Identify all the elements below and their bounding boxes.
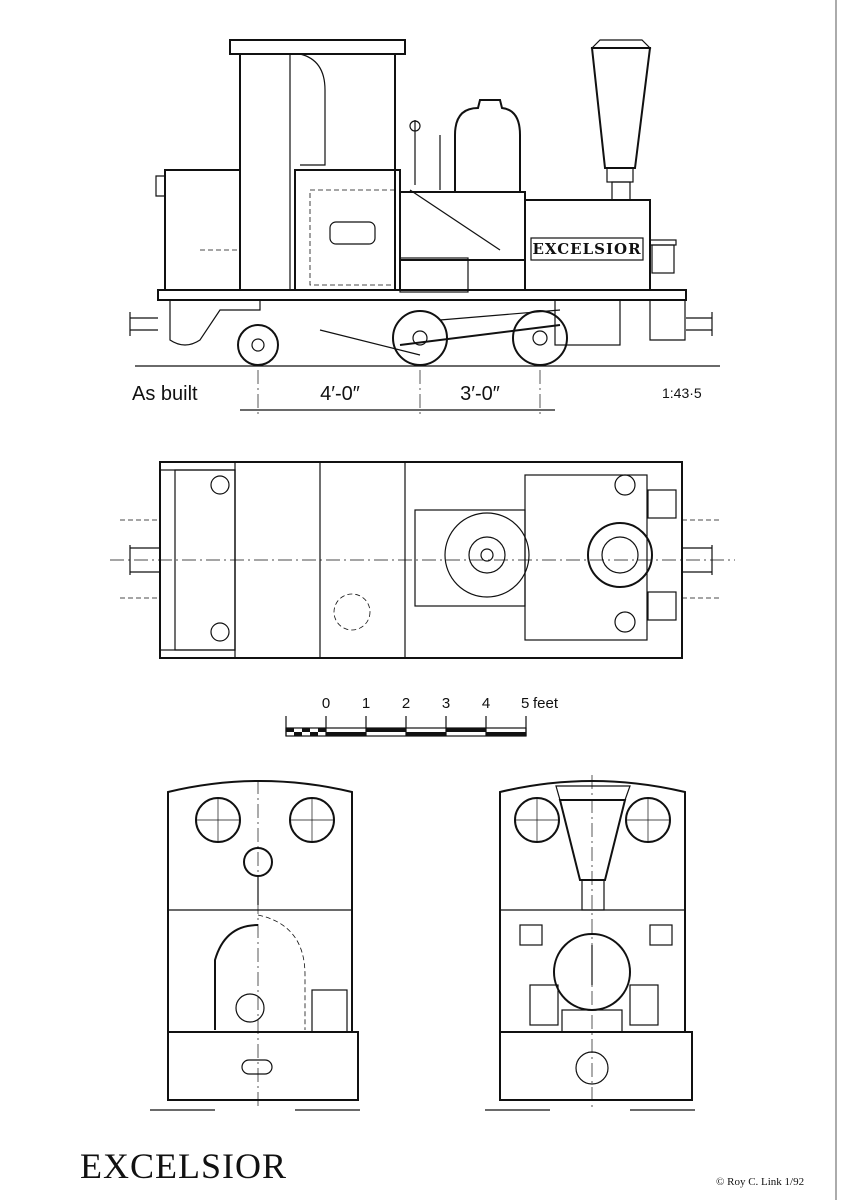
- scale-ratio: 1:43·5: [662, 385, 702, 401]
- scale-tick-4: 4: [482, 695, 490, 712]
- wheelbase-rear-dimension: 3′-0″: [460, 383, 500, 405]
- scale-tick-0: 0: [322, 695, 330, 712]
- scale-tick-3: 3: [442, 695, 450, 712]
- front-end-view: [485, 775, 695, 1111]
- scale-tick-1: 1: [362, 695, 370, 712]
- drawing-title: EXCELSIOR: [80, 1146, 287, 1186]
- side-elevation: EXCELSIOR: [129, 39, 720, 418]
- side-view-caption: As built: [132, 383, 198, 405]
- scale-tick-5: 5: [521, 695, 529, 712]
- plan-view: [110, 461, 735, 659]
- wheelbase-front-dimension: 4′-0″: [320, 383, 360, 405]
- nameplate-text: EXCELSIOR: [532, 240, 641, 258]
- scale-tick-2: 2: [402, 695, 410, 712]
- scale-bar: 0 1 2 3 4 5 feet: [285, 695, 559, 737]
- rear-end-view: [150, 780, 360, 1111]
- scale-unit: feet: [533, 695, 559, 712]
- drawing-credit: © Roy C. Link 1/92: [716, 1176, 804, 1188]
